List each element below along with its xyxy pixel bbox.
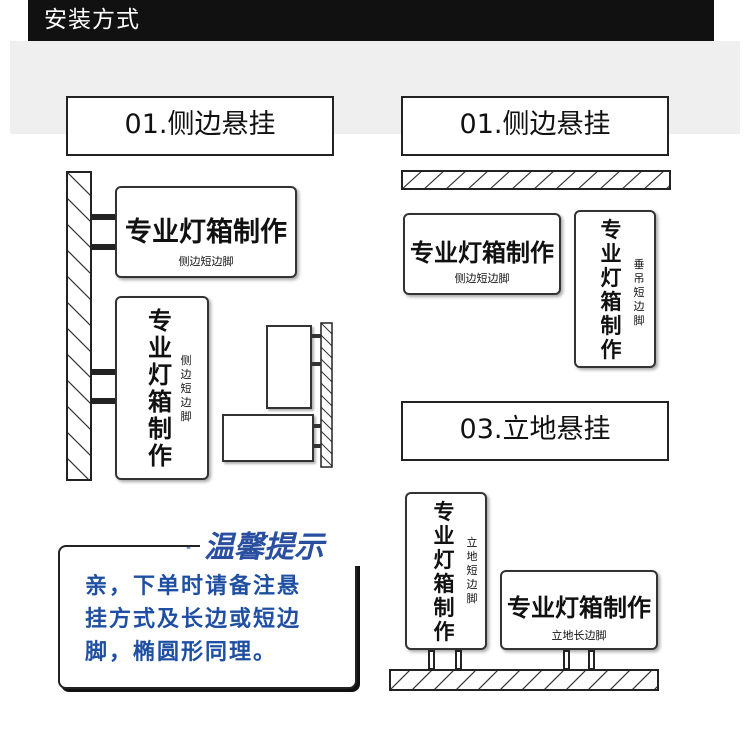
sign-vertical-side: 专 业 灯 箱 制 作 侧 边 短 边 脚 <box>115 296 209 480</box>
sign-sub-text: 立地长边脚 <box>551 629 607 642</box>
vchar: 业 <box>600 242 622 266</box>
vsub-char: 边 <box>180 396 192 409</box>
floor-rail-hatched <box>389 669 659 691</box>
label-left-side-hang: 01.侧边悬挂 <box>66 96 334 156</box>
bracket <box>92 398 116 404</box>
label-floor-stand: 03.立地悬挂 <box>401 401 669 461</box>
vsub-char: 吊 <box>633 272 645 285</box>
support-post <box>588 650 595 670</box>
vsub-char: 边 <box>180 368 192 381</box>
vsub-char: 脚 <box>466 592 478 605</box>
tip-line-2: 挂方式及长边或短边 <box>85 607 302 632</box>
vchar: 制 <box>433 596 455 620</box>
support-post <box>563 650 570 670</box>
vsub-char: 侧 <box>180 354 192 367</box>
vchar: 箱 <box>600 290 622 314</box>
wall-hatched <box>66 171 92 481</box>
ceiling-rail-hatched <box>401 170 671 190</box>
tip-decoration: - <box>186 540 192 556</box>
vchar: 作 <box>600 338 622 362</box>
vsub-char: 边 <box>633 300 645 313</box>
vchar: 业 <box>148 334 172 362</box>
tip-line-1: 亲，下单时请备注悬 <box>85 574 302 599</box>
support-post <box>455 650 462 670</box>
sign-main-text: 专业灯箱制作 <box>410 239 554 267</box>
sign-horizontal-floor: 专业灯箱制作 立地长边脚 <box>500 570 658 650</box>
bracket <box>92 369 116 375</box>
vchar: 专 <box>148 307 172 335</box>
vchar: 灯 <box>433 548 455 572</box>
bracket <box>92 214 116 220</box>
vsub-char: 垂 <box>633 258 645 271</box>
vchar: 作 <box>433 620 455 644</box>
vsub-char: 边 <box>466 578 478 591</box>
bracket <box>92 244 116 250</box>
bracket <box>311 334 321 338</box>
vchar: 灯 <box>148 361 172 389</box>
vchar: 作 <box>148 442 172 470</box>
sign-horizontal-side: 专业灯箱制作 侧边短边脚 <box>115 186 297 278</box>
side-view-horizontal-box <box>222 414 314 462</box>
tip-title: 温馨提示 <box>200 522 370 566</box>
tip-line-3: 脚，椭圆形同理。 <box>85 640 278 665</box>
vchar: 箱 <box>433 572 455 596</box>
sign-main-text: 专业灯箱制作 <box>125 217 287 248</box>
bracket <box>311 362 321 366</box>
header-bar <box>28 0 714 41</box>
vsub-char: 地 <box>466 550 478 563</box>
vchar: 制 <box>600 314 622 338</box>
vchar: 专 <box>433 500 455 524</box>
vchar: 制 <box>148 415 172 443</box>
vsub-char: 短 <box>633 286 645 299</box>
vchar: 灯 <box>600 266 622 290</box>
sign-vertical-hanging: 专 业 灯 箱 制 作 垂 吊 短 边 脚 <box>574 210 656 368</box>
small-wall-hatched <box>320 322 333 468</box>
sign-main-text: 专业灯箱制作 <box>507 594 651 622</box>
vchar: 专 <box>600 218 622 242</box>
vsub-char: 脚 <box>180 410 192 423</box>
sign-horizontal-side: 专业灯箱制作 侧边短边脚 <box>403 213 561 295</box>
vsub-char: 短 <box>180 382 192 395</box>
sign-sub-text: 侧边短边脚 <box>178 255 234 268</box>
vsub-char: 立 <box>466 536 478 549</box>
page-title: 安装方式 <box>44 7 140 33</box>
side-view-vertical-box <box>266 325 312 409</box>
tip-box <box>58 545 357 689</box>
bracket <box>313 444 321 448</box>
vsub-char: 短 <box>466 564 478 577</box>
bracket <box>313 424 321 428</box>
vchar: 业 <box>433 524 455 548</box>
sign-sub-text: 侧边短边脚 <box>454 272 510 285</box>
label-right-side-hang: 01.侧边悬挂 <box>401 96 669 156</box>
vchar: 箱 <box>148 388 172 416</box>
support-post <box>428 650 435 670</box>
sign-vertical-floor: 专 业 灯 箱 制 作 立 地 短 边 脚 <box>405 492 487 650</box>
vsub-char: 脚 <box>633 314 645 327</box>
